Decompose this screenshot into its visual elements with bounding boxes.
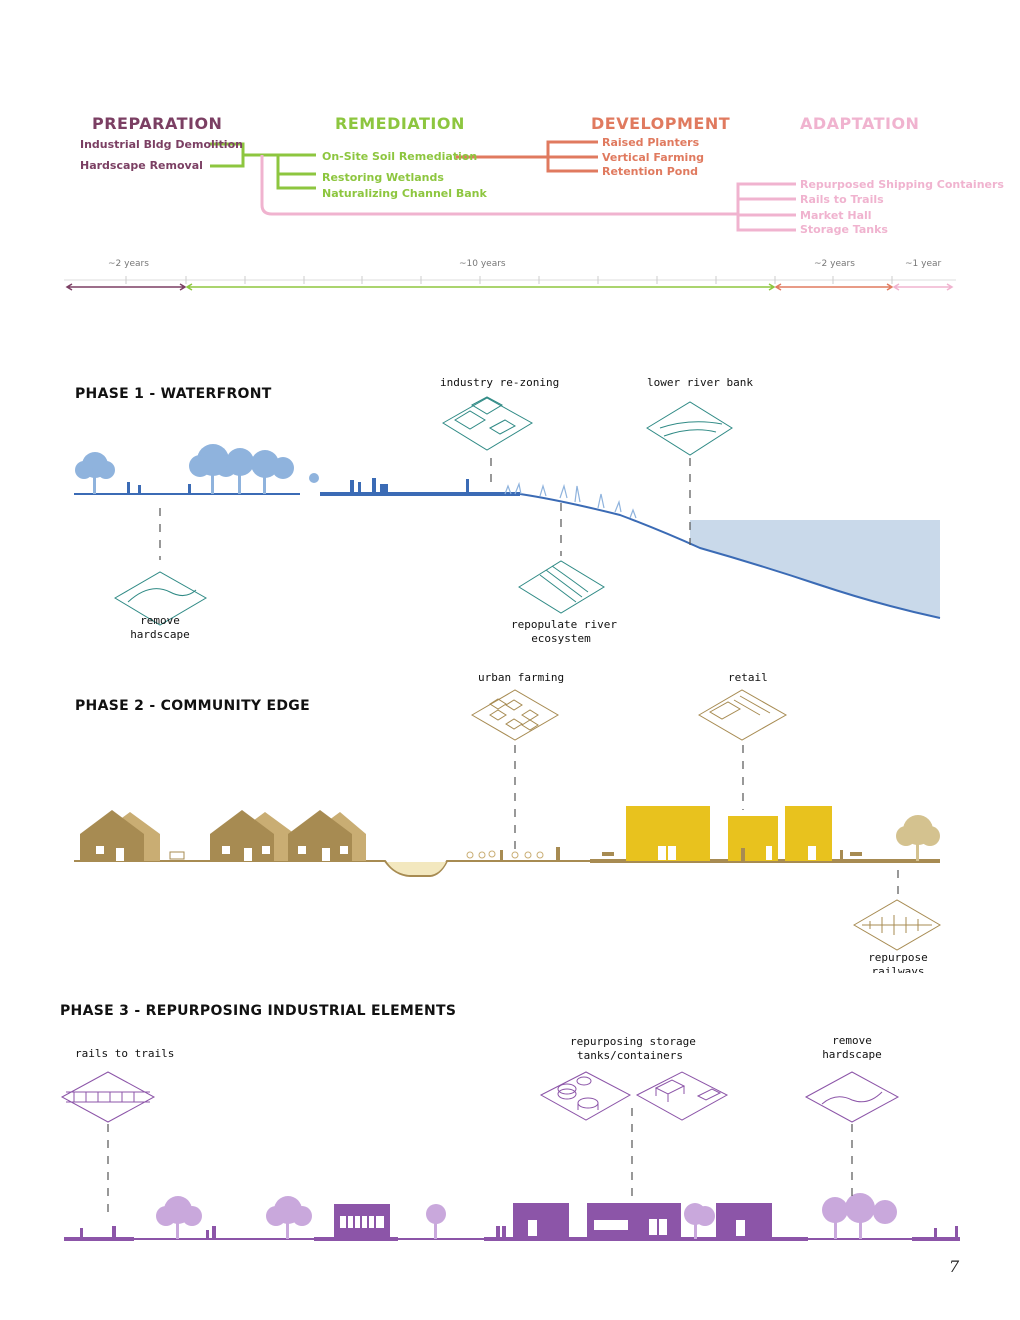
timeline-item: Hardscape Removal <box>80 159 203 172</box>
phase2-title: PHASE 2 - COMMUNITY EDGE <box>75 698 310 714</box>
repurposed-building-icon <box>334 1203 772 1238</box>
callout-retail: retail <box>728 671 768 684</box>
callout-line: remove <box>832 1034 872 1047</box>
timeline-item: Industrial Bldg Demolition <box>80 138 243 151</box>
wetland-vegetation-icon <box>504 481 637 519</box>
callout-line: repurpose <box>868 951 928 964</box>
callout-line: repurposing storage <box>570 1035 696 1048</box>
adaptation-header: ADAPTATION <box>800 114 920 133</box>
timeline-item: Raised Planters <box>602 136 700 149</box>
callout-line: ecosystem <box>531 632 591 645</box>
phase1-title: PHASE 1 - WATERFRONT <box>75 386 272 402</box>
planter-icon <box>466 850 544 859</box>
people-icon <box>80 1226 958 1239</box>
callout-storage-tanks: repurposing storage tanks/containers <box>570 1035 696 1063</box>
development-header: DEVELOPMENT <box>591 114 731 133</box>
callout-line: hardscape <box>130 628 190 641</box>
timeline-item: Restoring Wetlands <box>322 171 444 184</box>
duration-label: ~2 years <box>814 259 855 269</box>
timeline-item: On-Site Soil Remediation <box>322 150 478 163</box>
callout-line: tanks/containers <box>577 1049 683 1062</box>
tree-icon <box>896 815 940 861</box>
callout-industry-rezoning: industry re-zoning <box>440 376 560 389</box>
isometric-tile-icon <box>471 689 941 951</box>
callout-line: hardscape <box>822 1048 882 1061</box>
tree-group-icon <box>75 444 319 494</box>
river-water <box>690 520 940 618</box>
callout-remove-hardscape: remove hardscape <box>120 614 200 642</box>
phase3-title: PHASE 3 - REPURPOSING INDUSTRIAL ELEMENT… <box>60 1003 457 1019</box>
duration-label: ~10 years <box>459 259 506 269</box>
timeline-item: Naturalizing Channel Bank <box>322 187 487 200</box>
callout-urban-farming: urban farming <box>478 671 565 684</box>
remediation-header: REMEDIATION <box>335 114 465 133</box>
page-number: 7 <box>949 1257 960 1276</box>
timeline-item: Rails to Trails <box>800 193 884 206</box>
people-icon <box>500 847 862 861</box>
callout-remove-hardscape: remove hardscape <box>812 1034 892 1062</box>
timeline-item: Storage Tanks <box>800 223 888 236</box>
callout-lower-river-bank: lower river bank <box>647 376 753 389</box>
timeline-item: Retention Pond <box>602 165 699 178</box>
timeline-connectors <box>64 140 956 291</box>
isometric-tile-icon <box>60 1071 900 1123</box>
tree-group-icon <box>156 1193 897 1239</box>
callout-repopulate-river: repopulate river ecosystem <box>511 618 617 646</box>
timeline-item: Vertical Farming <box>602 151 705 164</box>
duration-label: ~2 years <box>108 259 149 269</box>
callout-line: remove <box>140 614 180 627</box>
people-icon <box>127 478 469 494</box>
callout-rails-to-trails: rails to trails <box>75 1047 175 1060</box>
callout-line: railways <box>871 965 925 973</box>
timeline-item: Repurposed Shipping Containers <box>800 178 1004 191</box>
timeline-item: Market Hall <box>800 209 872 222</box>
callout-repurpose-railways: repurpose railways <box>858 951 938 973</box>
retail-building-icon <box>626 806 832 861</box>
house-icon <box>80 810 366 861</box>
duration-label: ~1 year <box>905 259 942 269</box>
callout-line: repopulate river <box>511 618 617 631</box>
isometric-tile-icon <box>114 396 733 626</box>
preparation-header: PREPARATION <box>92 114 223 133</box>
